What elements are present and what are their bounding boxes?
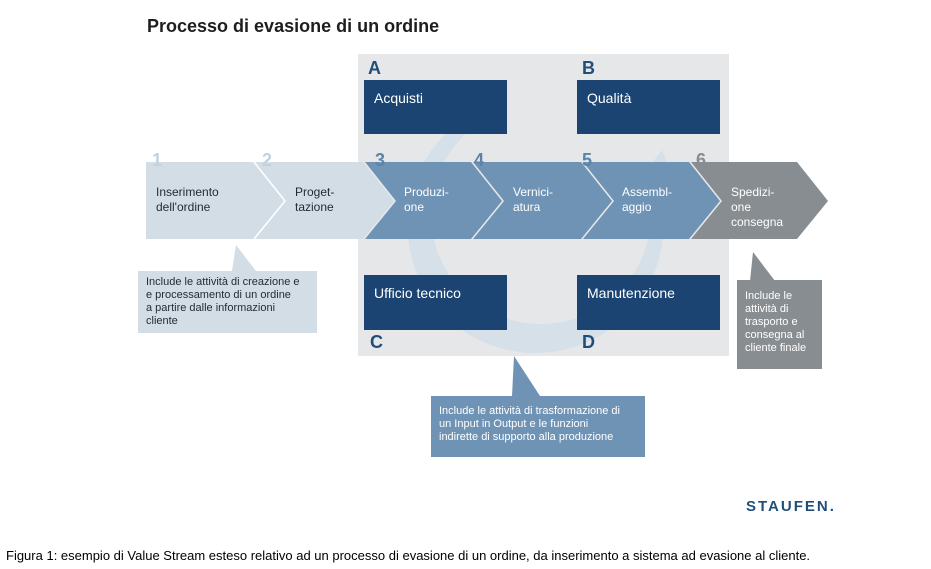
step-chevron-4 (473, 162, 612, 239)
brand-logo-text: STAUFEN. (746, 498, 836, 515)
figure-caption: Figura 1: esempio di Value Stream esteso… (6, 548, 811, 563)
dept-box-ufficio-tecnico: Ufficio tecnico (364, 275, 507, 330)
step-label-5-line1: Assembl- (622, 185, 673, 199)
dept-box-qualita: Qualità (577, 80, 720, 134)
note-right-line5: cliente finale (745, 342, 807, 354)
step-label-6-line3: consegna (731, 215, 784, 229)
step-number-5: 5 (582, 150, 593, 170)
dept-label-qualita: Qualità (587, 90, 632, 106)
step-label-6-line1: Spedizi- (731, 185, 775, 199)
step-label-2-line2: tazione (295, 200, 334, 214)
dept-label-ufficio-tecnico: Ufficio tecnico (374, 285, 461, 301)
dept-label-manutenzione: Manutenzione (587, 285, 675, 301)
dept-label-acquisti: Acquisti (374, 90, 424, 106)
step-number-4: 4 (474, 150, 485, 170)
step-label-3: Produzi- one (404, 185, 449, 215)
note-right-line1: Include le (745, 290, 793, 302)
step-chevron-5 (583, 162, 720, 239)
note-left-line1: Include le attività di creazione e (146, 276, 300, 288)
note-right-line3: trasporto e (745, 316, 798, 328)
step-number-6: 6 (696, 150, 707, 170)
step-number-3: 3 (375, 150, 386, 170)
step-chevron-3 (365, 162, 502, 239)
dept-letter-c: C (370, 332, 383, 352)
step-label-6: Spedizi- one consegna (731, 185, 783, 230)
note-center-line1: Include le attività di trasformazione di (439, 405, 620, 417)
step-label-4: Vernici- atura (513, 185, 553, 215)
note-right-line2: attività di (745, 303, 789, 315)
note-left-line4: cliente (146, 315, 178, 327)
step-label-2-line1: Proget- (295, 185, 335, 199)
step-number-2: 2 (262, 150, 273, 170)
step-label-1: Inserimento dell'ordine (156, 185, 219, 215)
step-label-2: Proget- tazione (295, 185, 334, 215)
step-label-4-line1: Vernici- (513, 185, 554, 199)
step-chevron-2 (255, 162, 394, 239)
note-order-entry: Include le attività di creazione e e pro… (138, 271, 317, 333)
step-label-6-line2: one (731, 200, 752, 214)
step-chevron-6 (691, 162, 828, 239)
dept-box-acquisti: Acquisti (364, 80, 507, 134)
step-label-5-line2: aggio (622, 200, 652, 214)
step-label-3-line1: Produzi- (404, 185, 449, 199)
step-label-5: Assembl- aggio (622, 185, 672, 215)
note-left-pointer (232, 245, 256, 271)
note-left-line3: a partire dalle informazioni (146, 302, 276, 314)
step-label-4-line2: atura (513, 200, 541, 214)
step-label-1-line1: Inserimento (156, 185, 219, 199)
note-shipping: Include le attività di trasporto e conse… (737, 280, 822, 369)
note-center-pointer (512, 356, 540, 396)
dept-box-manutenzione: Manutenzione (577, 275, 720, 330)
page-title: Processo di evasione di un ordine (147, 16, 440, 36)
step-chevron-1 (146, 162, 284, 239)
note-right-line4: consegna al (745, 329, 805, 341)
dept-letter-d: D (582, 332, 595, 352)
note-right-pointer (750, 252, 775, 281)
note-center-line3: indirette di supporto alla produzione (439, 431, 614, 443)
step-number-1: 1 (152, 150, 163, 170)
dept-letter-a: A (368, 58, 381, 78)
note-production: Include le attività di trasformazione di… (431, 396, 645, 457)
step-label-1-line2: dell'ordine (156, 200, 211, 214)
note-center-line2: un Input in Output e le funzioni (439, 418, 589, 430)
dept-letter-b: B (582, 58, 595, 78)
note-left-line2: e processamento di un ordine (146, 289, 291, 301)
step-label-3-line2: one (404, 200, 425, 214)
